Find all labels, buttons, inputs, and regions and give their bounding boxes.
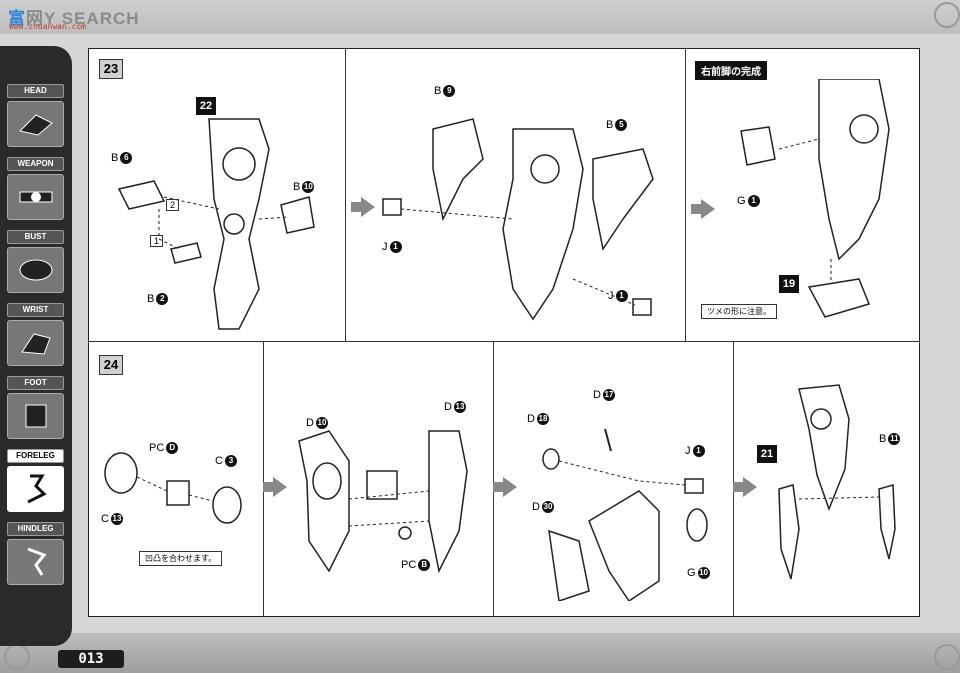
- completion-caption: 右前脚の完成: [695, 61, 767, 80]
- sidebar-item-wrist[interactable]: WRIST: [7, 303, 64, 366]
- ref-part-number: 19: [779, 275, 799, 293]
- sidebar-item-label: WRIST: [7, 303, 64, 317]
- ref-part-number: 21: [757, 445, 777, 463]
- wrist-part-icon: [7, 320, 64, 366]
- part-index-sidebar: HEAD WEAPON BUST WRIST FOOT FORELEG HIND…: [0, 46, 72, 646]
- leg-assembly-illustration: [117, 118, 315, 330]
- bottom-background-band: [0, 633, 960, 673]
- leg-joint-illustration: [298, 430, 468, 574]
- sidebar-item-foreleg[interactable]: FORELEG: [7, 449, 64, 512]
- page-number: 013: [58, 650, 124, 668]
- step-flow-arrow-icon: [263, 477, 287, 497]
- sequence-marker: 1: [150, 235, 164, 247]
- knee-assembly-illustration: [542, 428, 708, 601]
- foreleg-part-icon: [7, 466, 64, 512]
- sidebar-item-label: HINDLEG: [7, 522, 64, 536]
- sidebar-item-label: BUST: [7, 230, 64, 244]
- sidebar-item-label: FORELEG: [7, 449, 64, 463]
- lower-leg-illustration: [778, 384, 896, 580]
- weapon-part-icon: [7, 174, 64, 220]
- bust-part-icon: [7, 247, 64, 293]
- sidebar-item-hindleg[interactable]: HINDLEG: [7, 522, 64, 585]
- joint-parts-illustration: [104, 452, 242, 524]
- sidebar-item-label: WEAPON: [7, 157, 64, 171]
- step-flow-arrow-icon: [691, 199, 715, 219]
- corner-ornament-icon: [934, 644, 960, 670]
- head-part-icon: [7, 101, 64, 147]
- sidebar-item-bust[interactable]: BUST: [7, 230, 64, 293]
- sidebar-item-weapon[interactable]: WEAPON: [7, 157, 64, 220]
- top-background-band: [0, 0, 960, 34]
- sidebar-item-foot[interactable]: FOOT: [7, 376, 64, 439]
- sequence-marker: 2: [166, 199, 180, 211]
- hindleg-part-icon: [7, 539, 64, 585]
- step-flow-arrow-icon: [733, 477, 757, 497]
- watermark-logo: 富网Y SEARCH: [8, 9, 140, 28]
- leg-shell-illustration: [382, 118, 654, 321]
- ref-part-number: 22: [196, 97, 216, 115]
- step-flow-arrow-icon: [351, 197, 375, 217]
- watermark-url: www.zhuanwan.com: [9, 22, 87, 31]
- assembly-note: ツメの形に注意。: [701, 304, 777, 319]
- step-number: 23: [99, 59, 123, 79]
- sidebar-item-head[interactable]: HEAD: [7, 84, 64, 147]
- foot-part-icon: [7, 393, 64, 439]
- corner-ornament-icon: [934, 2, 960, 28]
- corner-ornament-icon: [4, 644, 30, 670]
- sidebar-item-label: FOOT: [7, 376, 64, 390]
- sidebar-item-label: HEAD: [7, 84, 64, 98]
- step-number: 24: [99, 355, 123, 375]
- completed-foreleg-illustration: [740, 79, 890, 318]
- assembly-note: 凹凸を合わせます。: [139, 551, 223, 566]
- step-flow-arrow-icon: [493, 477, 517, 497]
